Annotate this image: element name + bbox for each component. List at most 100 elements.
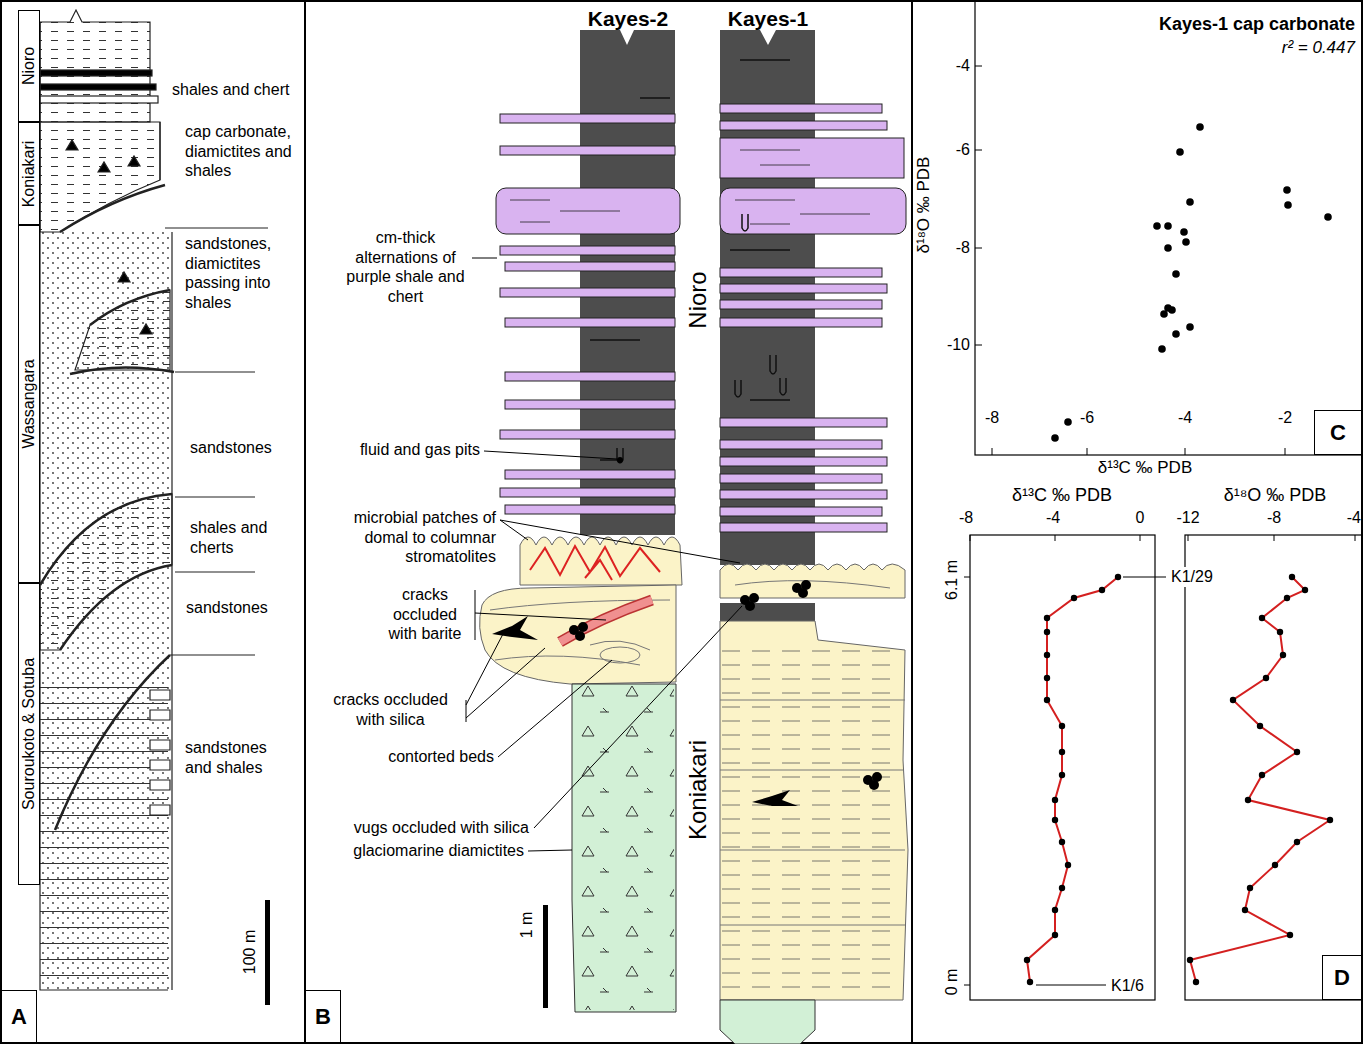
annotation-label: -4 <box>1335 508 1361 528</box>
axis-label: 6.1 m <box>942 560 962 600</box>
data-point <box>1277 629 1283 635</box>
data-point <box>1284 595 1290 601</box>
panel-letter: C <box>1330 422 1346 444</box>
annotation-label: Kayes-2 <box>570 6 686 32</box>
annotation-label: shales and cherts <box>190 518 285 557</box>
data-point <box>1287 932 1293 938</box>
data-point <box>1044 675 1050 681</box>
data-point <box>1160 310 1168 318</box>
annotation-label: -6 <box>1072 408 1102 428</box>
annotation-label: cap carbonate, diamictites and shales <box>185 122 297 181</box>
data-point <box>1247 885 1253 891</box>
data-point <box>1027 979 1033 985</box>
formation-box: Wassangara <box>18 225 40 583</box>
data-point <box>1153 222 1161 230</box>
annotation-label: -4 <box>1038 508 1068 528</box>
data-point <box>1327 817 1333 823</box>
data-point <box>1272 862 1278 868</box>
annotation-label: -8 <box>977 408 1007 428</box>
annotation-label: -8 <box>1259 508 1289 528</box>
data-point <box>1164 244 1172 252</box>
data-point <box>1115 574 1121 580</box>
annotation-label: -10 <box>935 335 970 355</box>
data-point <box>1284 201 1292 209</box>
annotation-label: K1/29 <box>1169 567 1215 587</box>
annotation-label: 0 <box>1125 508 1155 528</box>
formation-name: Nioro <box>21 47 37 85</box>
data-point <box>1052 797 1058 803</box>
annotation-label: -2 <box>1270 408 1300 428</box>
formation-name: Souroukoto & Sotuba <box>21 658 37 810</box>
panel-letter: A <box>11 1006 27 1028</box>
annotation-label: fluid and gas pits <box>325 440 480 460</box>
data-point <box>1257 723 1263 729</box>
axis-label: Nioro <box>683 271 712 328</box>
data-point <box>1071 595 1077 601</box>
annotation-label: shales and chert <box>172 80 307 100</box>
data-point <box>1052 932 1058 938</box>
annotation-label: -8 <box>951 508 981 528</box>
data-point <box>1024 957 1030 963</box>
panel-letter-box: A <box>1 990 37 1043</box>
isotope-curve <box>1027 577 1118 982</box>
data-point <box>1302 587 1308 593</box>
formation-box: Nioro <box>18 10 40 122</box>
annotation-label: -12 <box>1173 508 1203 528</box>
data-point <box>1059 772 1065 778</box>
annotation-label: -4 <box>940 56 970 76</box>
annotation-label: vugs occluded with silica <box>345 818 529 838</box>
panel-letter-box: B <box>305 990 341 1043</box>
annotation-label: cracks occluded with barite <box>380 585 470 644</box>
data-point <box>1280 652 1286 658</box>
data-point <box>1242 907 1248 913</box>
annotation-label: δ¹³C ‰ PDB <box>1080 458 1210 479</box>
data-point <box>1186 198 1194 206</box>
formation-box: Souroukoto & Sotuba <box>18 583 40 885</box>
data-point <box>1164 222 1172 230</box>
data-point <box>1283 186 1291 194</box>
data-point <box>1168 306 1176 314</box>
annotation-label: cm-thick alternations of purple shale an… <box>343 228 468 306</box>
data-point <box>1294 839 1300 845</box>
data-point <box>1263 675 1269 681</box>
data-point <box>1196 123 1204 131</box>
axis-label: 1 m <box>517 912 537 939</box>
formation-name: Wassangara <box>21 359 37 448</box>
data-point <box>1172 330 1180 338</box>
data-point <box>1187 957 1193 963</box>
data-point <box>1064 418 1072 426</box>
data-point <box>1186 323 1194 331</box>
data-point <box>1245 797 1251 803</box>
data-point <box>1230 697 1236 703</box>
data-point <box>1172 270 1180 278</box>
annotation-label: cracks occluded with silica <box>318 690 463 729</box>
axis-label: δ¹⁸O ‰ PDB <box>914 157 935 254</box>
data-point <box>1176 148 1184 156</box>
data-point <box>1044 629 1050 635</box>
annotation-label: sandstones <box>190 438 300 458</box>
data-point <box>1324 213 1332 221</box>
data-point <box>1059 885 1065 891</box>
data-point <box>1052 907 1058 913</box>
annotation-label: K1/6 <box>1109 976 1146 996</box>
annotation-label: -6 <box>940 140 970 160</box>
panel-letter: B <box>315 1006 331 1028</box>
annotation-label: -4 <box>1170 408 1200 428</box>
data-point <box>1193 979 1199 985</box>
annotation-label: δ¹³C ‰ PDB <box>997 485 1127 507</box>
annotation-label: -8 <box>940 238 970 258</box>
data-point <box>1059 723 1065 729</box>
data-point <box>1158 345 1166 353</box>
data-point <box>1059 839 1065 845</box>
formation-name: Koniakari <box>21 140 37 207</box>
data-point <box>1259 772 1265 778</box>
data-point <box>1099 587 1105 593</box>
annotation-label: glaciomarine diamictites <box>330 841 524 861</box>
data-point <box>1059 749 1065 755</box>
data-point <box>1065 862 1071 868</box>
annotation-label: sandstones <box>186 598 296 618</box>
data-point <box>1180 228 1188 236</box>
axis-label: Koniakari <box>683 740 712 840</box>
data-point <box>1259 615 1265 621</box>
